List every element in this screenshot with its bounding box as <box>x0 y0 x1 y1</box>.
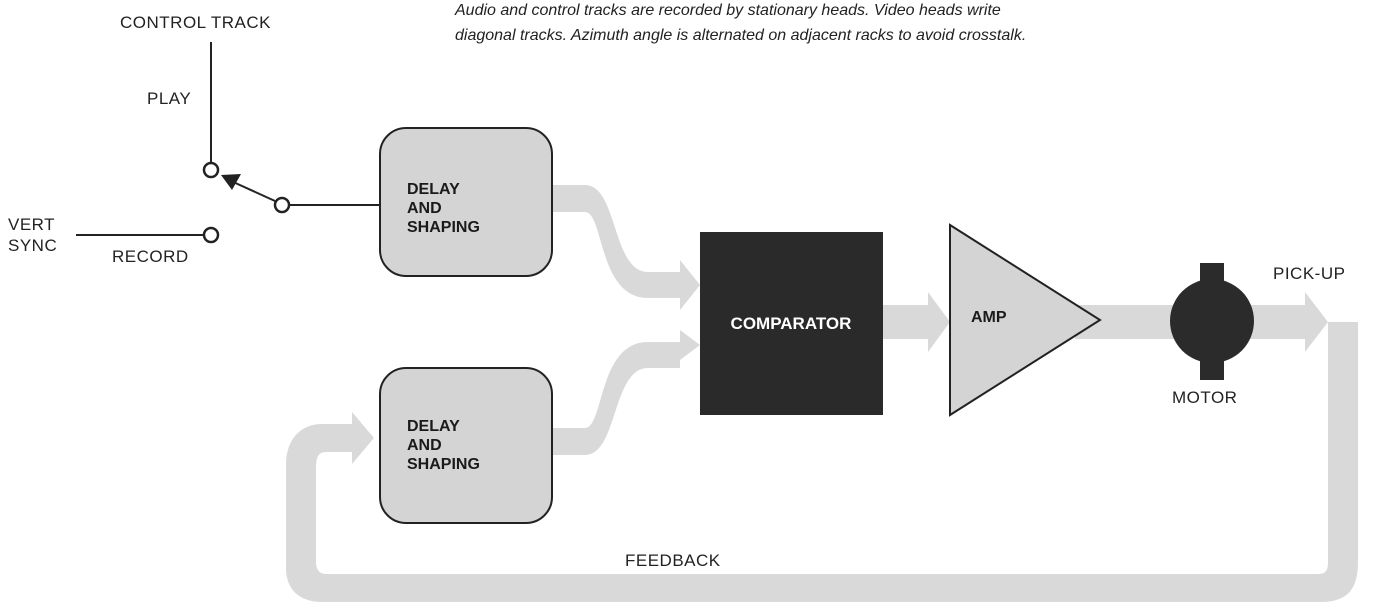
caption-line-1: Audio and control tracks are recorded by… <box>454 2 1001 19</box>
label-sync: SYNC <box>8 236 57 255</box>
caption-line-2: diagonal tracks. Azimuth angle is altern… <box>455 27 1026 44</box>
amp-block: AMP <box>949 223 1102 417</box>
label-feedback: FEEDBACK <box>625 551 721 570</box>
arrow-feedback-loop <box>286 322 1358 602</box>
flow-arrows <box>286 185 1358 602</box>
arrow-top-delay-to-comparator <box>552 185 700 310</box>
delay-shaping-block-top: DELAY AND SHAPING <box>379 127 553 277</box>
delay-top-line-2: AND <box>407 200 442 217</box>
delay-top-line-1: DELAY <box>407 181 460 198</box>
label-control-track: CONTROL TRACK <box>120 13 271 32</box>
switch-arrowhead <box>221 174 241 190</box>
arrow-comparator-to-amp <box>883 292 950 352</box>
label-motor: MOTOR <box>1172 388 1237 407</box>
motor-shaft-top <box>1200 263 1224 283</box>
arrow-motor-to-pickup <box>1240 292 1328 352</box>
arrow-amp-to-motor <box>1075 305 1185 339</box>
switch-pivot <box>273 196 291 214</box>
delay-top-line-3: SHAPING <box>407 219 480 236</box>
motor-body <box>1170 279 1254 363</box>
delay-bottom-line-2: AND <box>407 437 442 454</box>
arrow-bottom-delay-to-comparator <box>552 330 700 455</box>
motor <box>1170 263 1254 380</box>
label-play: PLAY <box>147 89 191 108</box>
delay-bottom-line-3: SHAPING <box>407 456 480 473</box>
switch-arm <box>230 180 276 202</box>
label-pick-up: PICK-UP <box>1273 264 1345 283</box>
amp-label: AMP <box>971 309 1007 326</box>
switch-record-contact <box>202 226 220 244</box>
delay-shaping-block-bottom: DELAY AND SHAPING <box>379 367 553 524</box>
comparator-block: COMPARATOR <box>700 232 883 415</box>
label-vert: VERT <box>8 215 55 234</box>
comparator-label: COMPARATOR <box>731 314 852 333</box>
switch-play-contact <box>202 161 220 179</box>
label-record: RECORD <box>112 247 189 266</box>
motor-shaft-bottom <box>1200 358 1224 380</box>
delay-bottom-line-1: DELAY <box>407 418 460 435</box>
